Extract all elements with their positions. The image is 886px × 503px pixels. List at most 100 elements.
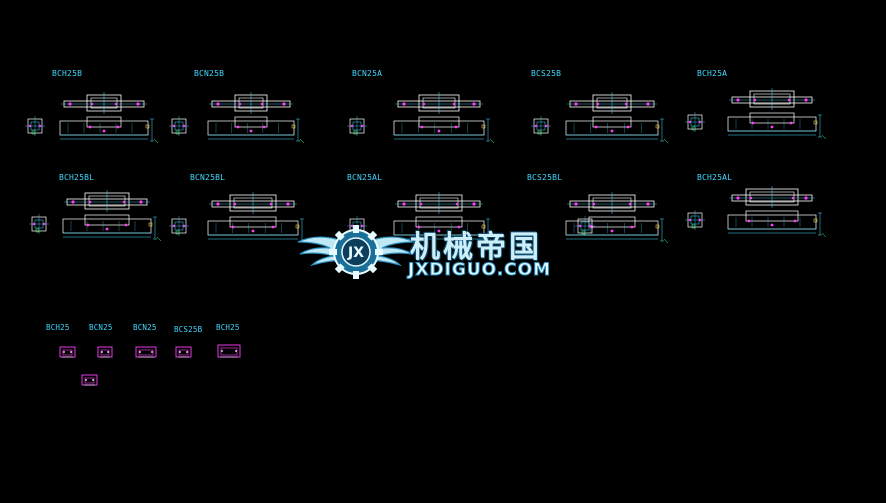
cad-line: [299, 138, 305, 144]
cad-dot: [92, 379, 94, 381]
cad-dot: [457, 225, 461, 229]
cad-dot: [472, 202, 476, 206]
cad-dot: [402, 202, 406, 206]
cad-dot: [688, 218, 692, 222]
cad-rect: [84, 377, 95, 384]
cad-dot: [216, 102, 220, 106]
cad-dot: [437, 129, 441, 133]
cad-dot: [350, 224, 354, 228]
label-bch25b: BCH25B: [52, 69, 83, 78]
cad-rect: [97, 346, 113, 358]
cad-dot: [422, 102, 426, 106]
cad-dot: [179, 351, 181, 353]
cad-dot: [791, 196, 795, 200]
cad-rect: [291, 124, 296, 129]
cad-dot: [269, 202, 273, 206]
cad-dot: [260, 102, 264, 106]
cad-dot: [63, 351, 65, 353]
watermark-cn-text: 机械帝国: [410, 230, 542, 265]
cad-dot: [360, 224, 364, 228]
cad-dot: [28, 124, 32, 128]
cad-dot: [116, 125, 120, 129]
cad-dot: [534, 124, 538, 128]
cad-rect: [145, 124, 150, 129]
cad-rect: [537, 130, 542, 135]
cad-dot: [249, 129, 253, 133]
cad-rect: [175, 130, 180, 135]
cad-dot: [804, 196, 808, 200]
cad-dot: [770, 125, 774, 129]
cad-rect: [62, 349, 73, 356]
cad-dot: [402, 102, 406, 106]
label-bch25a: BCH25A: [697, 69, 728, 78]
cad-dot: [182, 224, 186, 228]
cad-dot: [787, 98, 791, 102]
cad-line: [663, 138, 669, 144]
cad-dot: [88, 125, 92, 129]
section-label-bcn25-1: BCN25: [89, 323, 113, 332]
cad-rect: [813, 120, 818, 125]
cad-dot: [626, 125, 630, 129]
cad-dot: [698, 120, 702, 124]
cad-dot: [172, 124, 176, 128]
cad-dot: [360, 124, 364, 128]
cad-dot: [235, 350, 237, 352]
cad-dot: [251, 229, 255, 233]
cad-dot: [630, 225, 634, 229]
cad-rect: [35, 228, 40, 233]
label-bch25al: BCH25AL: [697, 173, 733, 182]
cad-dot: [594, 125, 598, 129]
cad-dot: [70, 351, 72, 353]
cad-rect: [813, 218, 818, 223]
label-bcn25al: BCN25AL: [347, 173, 383, 182]
section-label-bch25-1: BCH25: [46, 323, 70, 332]
cad-line: [821, 232, 827, 238]
cad-dot: [350, 124, 354, 128]
cad-rect: [393, 120, 485, 136]
cad-rect: [592, 116, 632, 128]
cad-dot: [32, 222, 36, 226]
cad-dot: [574, 202, 578, 206]
cad-rect: [295, 224, 300, 229]
cad-dot: [624, 102, 628, 106]
cad-dot: [114, 102, 118, 106]
cad-dot: [139, 351, 141, 353]
cad-rect: [220, 347, 238, 356]
cad-dot: [610, 129, 614, 133]
cad-rect: [418, 116, 460, 128]
cad-dot: [182, 124, 186, 128]
cad-rect: [655, 224, 660, 229]
cad-line: [156, 236, 162, 242]
cad-dot: [544, 124, 548, 128]
cad-rect: [655, 124, 660, 129]
cad-rect: [81, 374, 98, 386]
cad-dot: [753, 98, 757, 102]
cad-dot: [231, 225, 235, 229]
label-bcs25b: BCS25B: [531, 69, 562, 78]
cad-dot: [804, 98, 808, 102]
cad-dot: [596, 102, 600, 106]
cad-rect: [234, 116, 268, 128]
cad-dot: [136, 102, 140, 106]
cad-dot: [42, 222, 46, 226]
cad-rect: [31, 130, 36, 135]
cad-dot: [262, 125, 266, 129]
cad-dot: [172, 224, 176, 228]
cad-dot: [238, 102, 242, 106]
cad-dot: [122, 200, 126, 204]
cad-dot: [698, 218, 702, 222]
cad-dot: [282, 102, 286, 106]
cad-dot: [105, 227, 109, 231]
cad-dot: [592, 202, 596, 206]
cad-rect: [415, 216, 463, 228]
cad-dot: [271, 225, 275, 229]
cad-rect: [745, 210, 799, 222]
cad-dot: [747, 219, 751, 223]
watermark: JX 机械帝国 JXDIGUO.COM: [296, 216, 596, 286]
cad-dot: [749, 196, 753, 200]
watermark-en-text: JXDIGUO.COM: [407, 260, 552, 281]
cad-dot: [88, 200, 92, 204]
cad-dot: [736, 196, 740, 200]
